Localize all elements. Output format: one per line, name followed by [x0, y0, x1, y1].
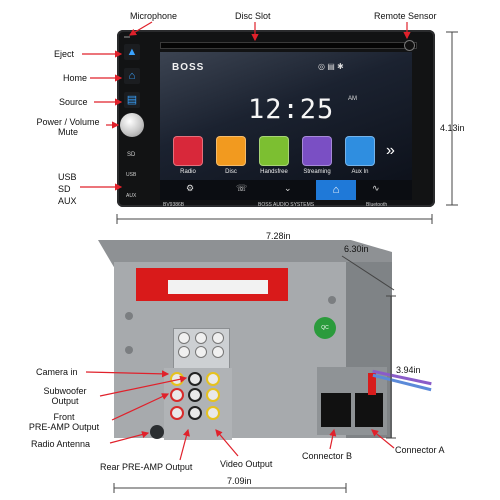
aux-label: AUX	[58, 196, 77, 206]
brand-logo: BOSS	[172, 62, 205, 73]
disc-app-tile[interactable]	[216, 136, 246, 166]
chevron-right-icon[interactable]: »	[386, 142, 395, 159]
radio-antenna-label: Radio Antenna	[31, 439, 91, 449]
status-icons: ◎ ▤ ✱	[318, 62, 344, 71]
clock-ampm: AM	[348, 96, 357, 102]
rear-height-dimension-label: 3.94in	[396, 365, 421, 375]
handsfree-app-tile[interactable]	[259, 136, 289, 166]
rear-right-jack	[170, 406, 184, 420]
front-preamp-output-label: Front PRE-AMP Output	[28, 412, 100, 432]
disc-slot-label: Disc Slot	[235, 11, 271, 21]
handsfree-app-label: Handsfree	[260, 169, 288, 175]
fuse	[368, 373, 376, 395]
front-right-jack	[170, 388, 184, 402]
model-number: BV9386B	[163, 202, 185, 208]
connector-b-arrow	[329, 428, 337, 450]
aux-port[interactable]: AUX	[126, 193, 137, 199]
brand-line: BOSS AUDIO SYSTEMS	[258, 202, 315, 208]
mount-hole	[328, 296, 336, 304]
connector-a	[355, 393, 383, 427]
bottom-nav-bar: ⚙ ☏ ⌄ ⌂ ∿	[160, 180, 412, 200]
jack	[178, 332, 190, 344]
jack	[195, 332, 207, 344]
streaming-app-tile[interactable]	[302, 136, 332, 166]
connector-b	[321, 393, 351, 427]
microphone-label: Microphone	[130, 11, 178, 21]
video-jack	[206, 372, 220, 386]
microphone-arrow	[128, 21, 153, 36]
jack	[195, 346, 207, 358]
video-output-jack	[206, 388, 220, 402]
sd-label: SD	[58, 184, 71, 194]
power-volume-mute-label: Power / Volume Mute	[36, 117, 100, 137]
video-output-arrow	[215, 429, 239, 457]
radio-app-tile[interactable]	[173, 136, 203, 166]
jack	[212, 346, 224, 358]
home-label: Home	[63, 73, 88, 83]
aux-in-app-tile[interactable]	[345, 136, 375, 166]
remote-sensor-label: Remote Sensor	[374, 11, 437, 21]
eject-button[interactable]: ▲	[124, 44, 140, 60]
depth-dimension-label: 6.30in	[344, 244, 369, 254]
eject-label: Eject	[54, 49, 75, 59]
home-nav-icon[interactable]: ⌂	[316, 180, 356, 200]
disc-app-label: Disc	[225, 169, 237, 175]
power-volume-knob[interactable]	[120, 113, 144, 137]
video-output-jack-2	[206, 406, 220, 420]
antenna-arrow	[109, 431, 150, 444]
qc-pass-badge: QC	[314, 317, 336, 339]
mount-hole	[125, 312, 133, 320]
rear-preamp-arrow	[179, 428, 190, 461]
source-button[interactable]: ▤	[124, 92, 140, 108]
aux-in-app-label: Aux In	[351, 169, 369, 175]
radio-app-label: Radio	[180, 169, 196, 175]
source-label: Source	[59, 97, 88, 107]
rear-width-dimension-label: 7.09in	[227, 476, 252, 486]
subwoofer-jack	[188, 372, 202, 386]
home-button[interactable]: ⌂	[124, 68, 140, 84]
auxiliary-jack-panel	[173, 328, 230, 374]
bluetooth-mark: Bluetooth	[366, 202, 388, 208]
rear-left-jack	[188, 406, 202, 420]
camera-in-label: Camera in	[36, 367, 78, 377]
front-left-jack	[188, 388, 202, 402]
connector-b-label: Connector B	[302, 451, 353, 461]
microphone	[124, 36, 130, 38]
sd-port[interactable]: SD	[127, 152, 136, 158]
jack	[178, 346, 190, 358]
phone-icon[interactable]: ☏	[236, 183, 248, 193]
subwoofer-output-label: Subwoofer Output	[43, 386, 87, 406]
disc-slot	[160, 42, 417, 49]
connector-a-arrow	[371, 429, 395, 449]
rear-depth-line	[341, 255, 395, 291]
width-dimension-label: 7.28in	[266, 231, 291, 241]
touch-screen[interactable]: BOSS ◎ ▤ ✱ 12:25 AM Radio Disc Handsfree…	[160, 52, 412, 200]
rear-preamp-output-label: Rear PRE-AMP Output	[100, 462, 193, 472]
mount-hole	[125, 346, 133, 354]
warning-label-text-area	[168, 280, 268, 294]
radio-antenna-port	[150, 425, 164, 439]
settings-icon[interactable]: ⚙	[186, 183, 195, 193]
remote-sensor	[404, 40, 415, 51]
usb-port[interactable]: USB	[126, 172, 137, 178]
subwoofer-arrow	[99, 375, 188, 397]
front-preamp-arrow	[111, 393, 170, 421]
clock-display: 12:25	[248, 94, 335, 125]
streaming-app-label: Streaming	[303, 169, 331, 175]
connector-a-label: Connector A	[395, 445, 445, 455]
chevron-down-icon[interactable]: ⌄	[284, 183, 292, 193]
jack	[212, 332, 224, 344]
video-output-label: Video Output	[220, 459, 273, 469]
usb-label: USB	[58, 172, 77, 182]
equalizer-icon[interactable]: ∿	[372, 183, 380, 193]
camera-in-arrow	[85, 370, 170, 378]
